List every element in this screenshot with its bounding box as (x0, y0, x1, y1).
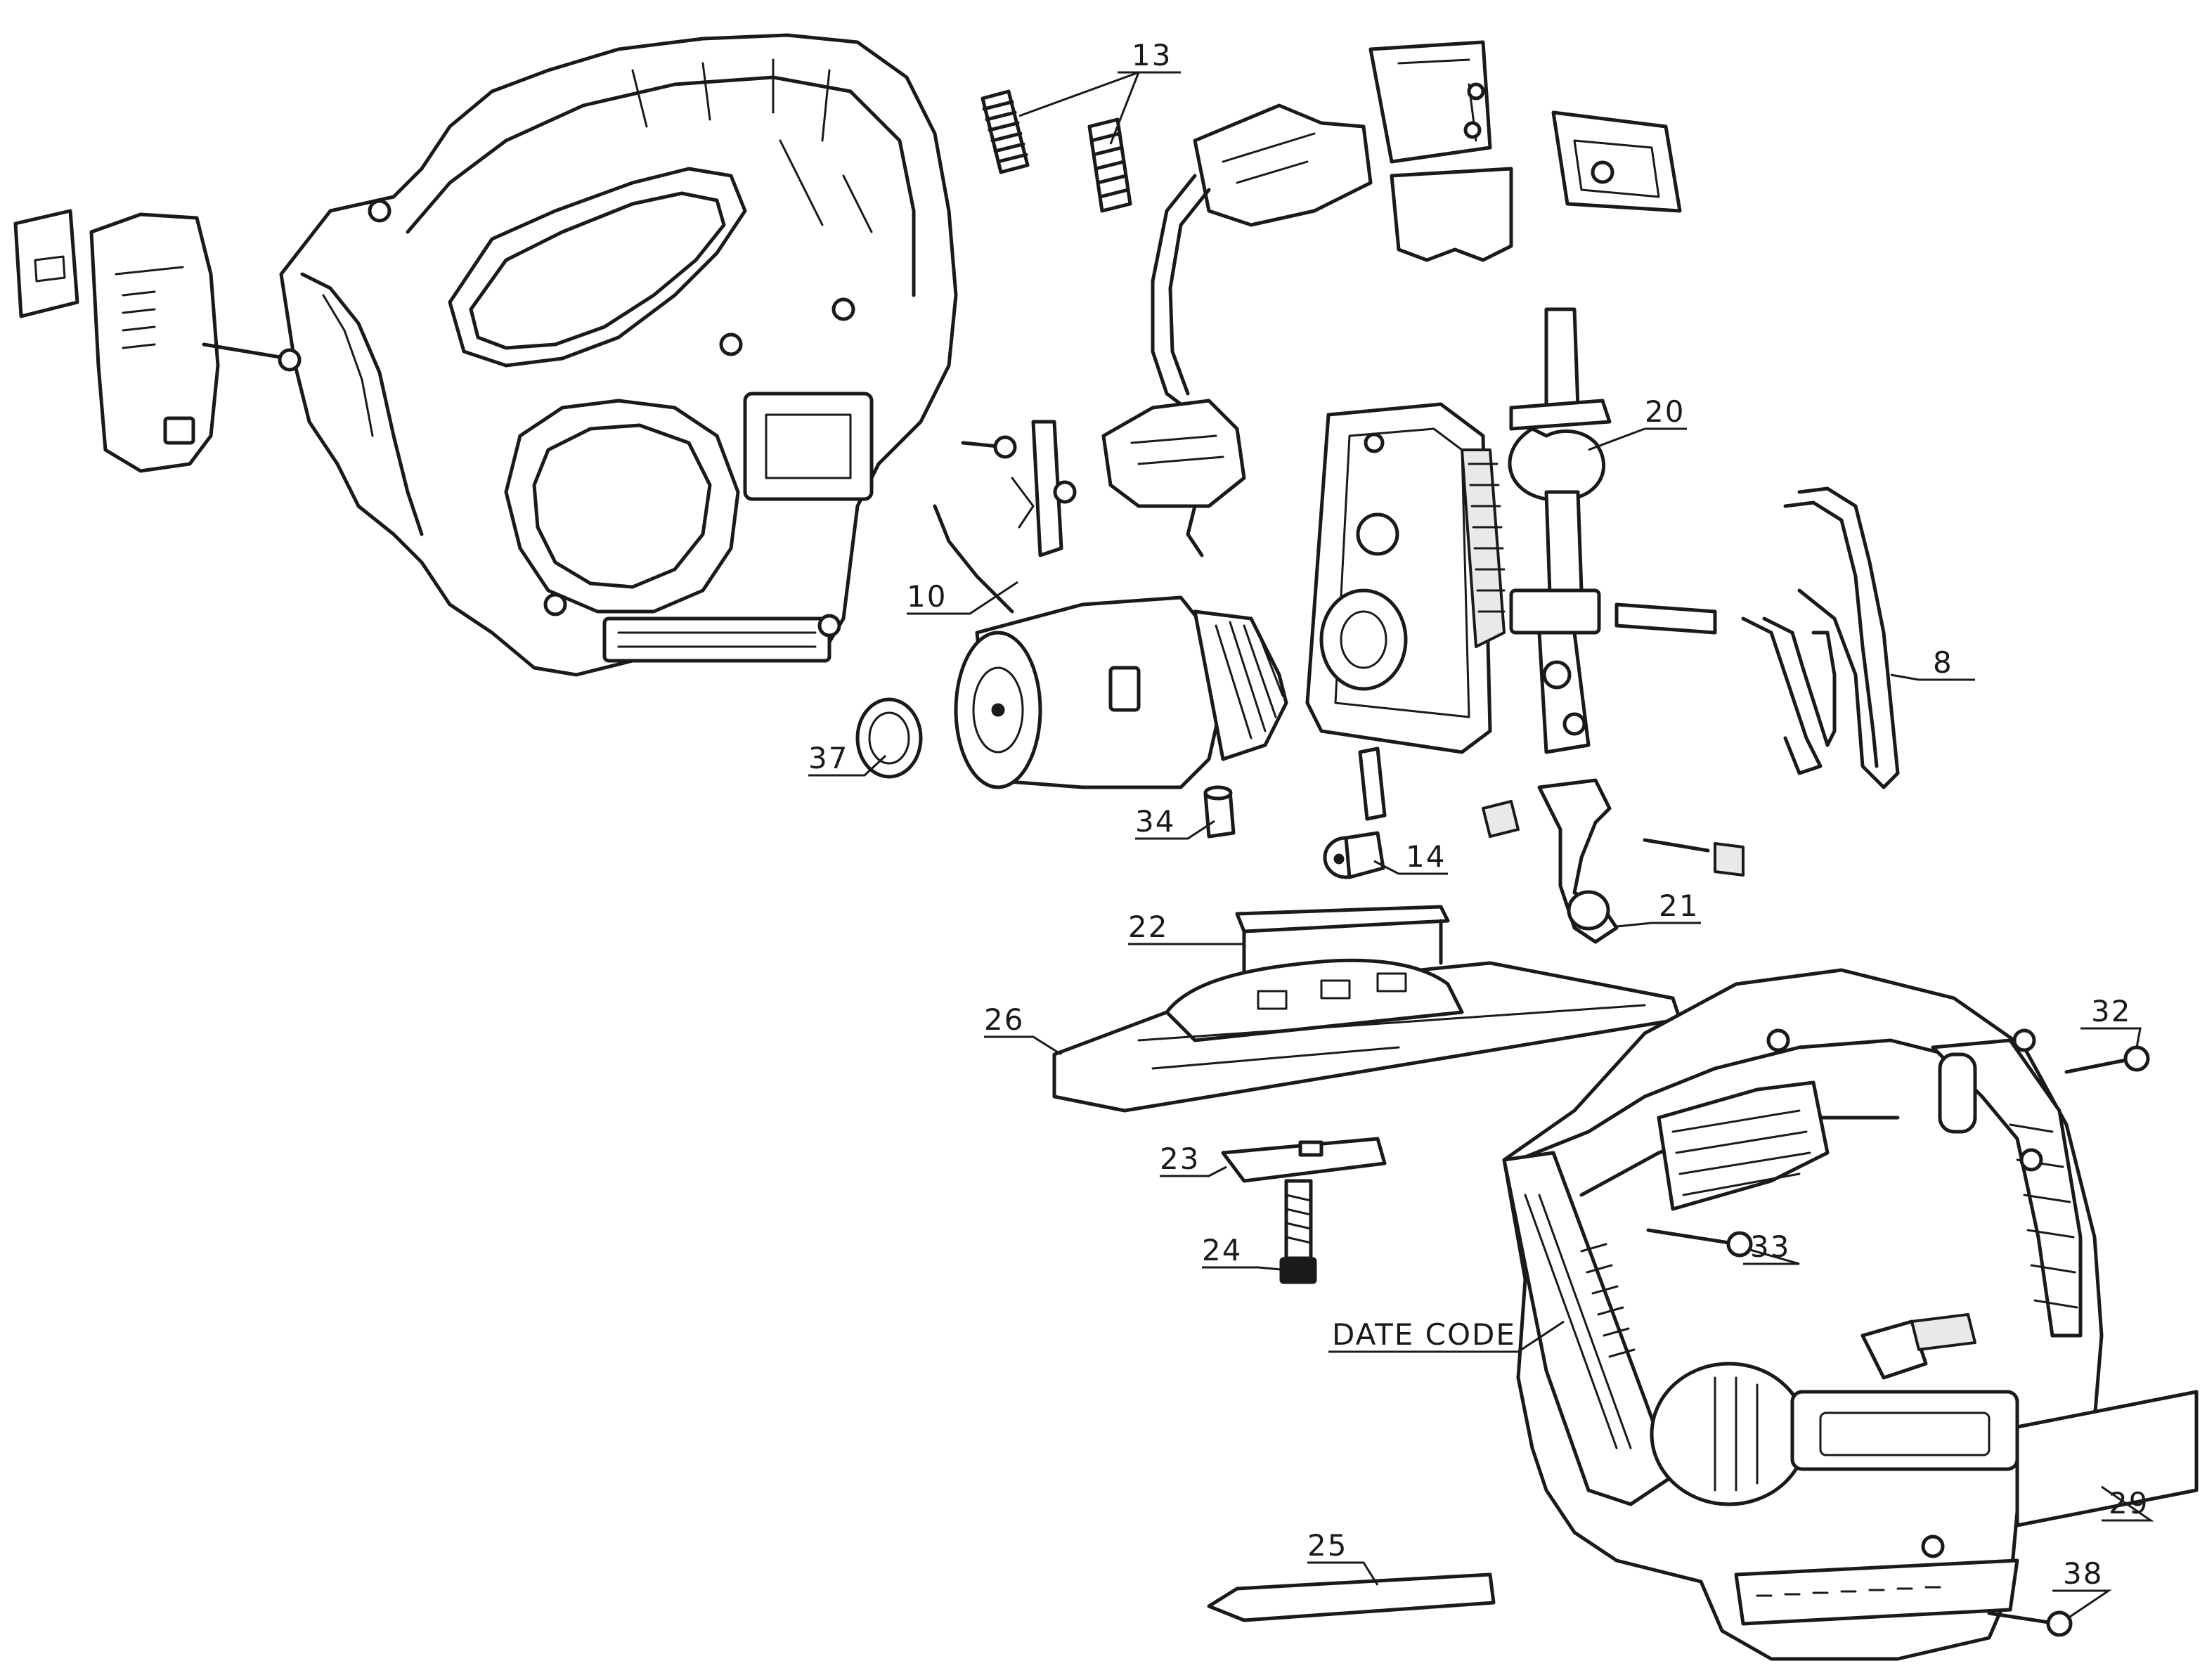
battery-terminal-cap (13, 209, 79, 318)
switch-cover-plate (1551, 110, 1682, 213)
callout-37: 37 (808, 741, 848, 775)
screw-33 (1646, 1228, 1753, 1258)
bearing-ring (855, 697, 923, 779)
callout-20: 20 (1645, 394, 1685, 429)
callout-26: 26 (984, 1002, 1024, 1037)
motor (954, 595, 1288, 789)
callout-38: 38 (2063, 1556, 2103, 1591)
brush-holder-bracket (933, 420, 1077, 614)
gear-housing-plate (1305, 402, 1506, 754)
callout-labels: 13 10 20 8 37 34 14 21 22 26 23 24 25 32… (808, 38, 2149, 1591)
screw-32 (2064, 1045, 2150, 1074)
wire-spring-guard (1741, 486, 1900, 789)
orbital-lever (1482, 778, 1745, 944)
spring-pair (980, 89, 1132, 213)
base-shoe (1052, 958, 1682, 1113)
label-plate (2015, 1390, 2199, 1527)
counterweight-pin (1323, 747, 1387, 879)
shoe-clamp-screw (1279, 1179, 1317, 1284)
callout-29: 29 (2109, 1486, 2149, 1520)
hex-key (1207, 1572, 1496, 1622)
callout-25: 25 (1307, 1528, 1347, 1563)
callout-21: 21 (1659, 889, 1699, 923)
screw-38 (1987, 1610, 2073, 1637)
callout-23: 23 (1160, 1142, 1200, 1176)
callout-33: 33 (1750, 1229, 1790, 1264)
callout-14: 14 (1406, 839, 1446, 874)
callout-24: 24 (1202, 1233, 1242, 1267)
shoe-clamp-plate (1221, 1137, 1387, 1183)
callout-13: 13 (1132, 38, 1172, 72)
sleeve-pin (1203, 785, 1236, 839)
callout-32: 32 (2091, 994, 2131, 1028)
callout-34: 34 (1135, 804, 1175, 839)
battery-terminal-block (89, 212, 302, 473)
callout-leaders (808, 71, 2154, 1618)
callout-10: 10 (907, 579, 947, 614)
housing-half-left (279, 33, 958, 677)
trigger-switch-assembly (1101, 40, 1513, 557)
callout-8: 8 (1933, 645, 1953, 680)
assembled-jigsaw (1502, 968, 2104, 1661)
shoe-bracket (1235, 905, 1450, 979)
plunger-assembly (1508, 307, 1717, 754)
callout-date-code: DATE CODE (1332, 1317, 1516, 1352)
callout-22: 22 (1128, 910, 1168, 944)
